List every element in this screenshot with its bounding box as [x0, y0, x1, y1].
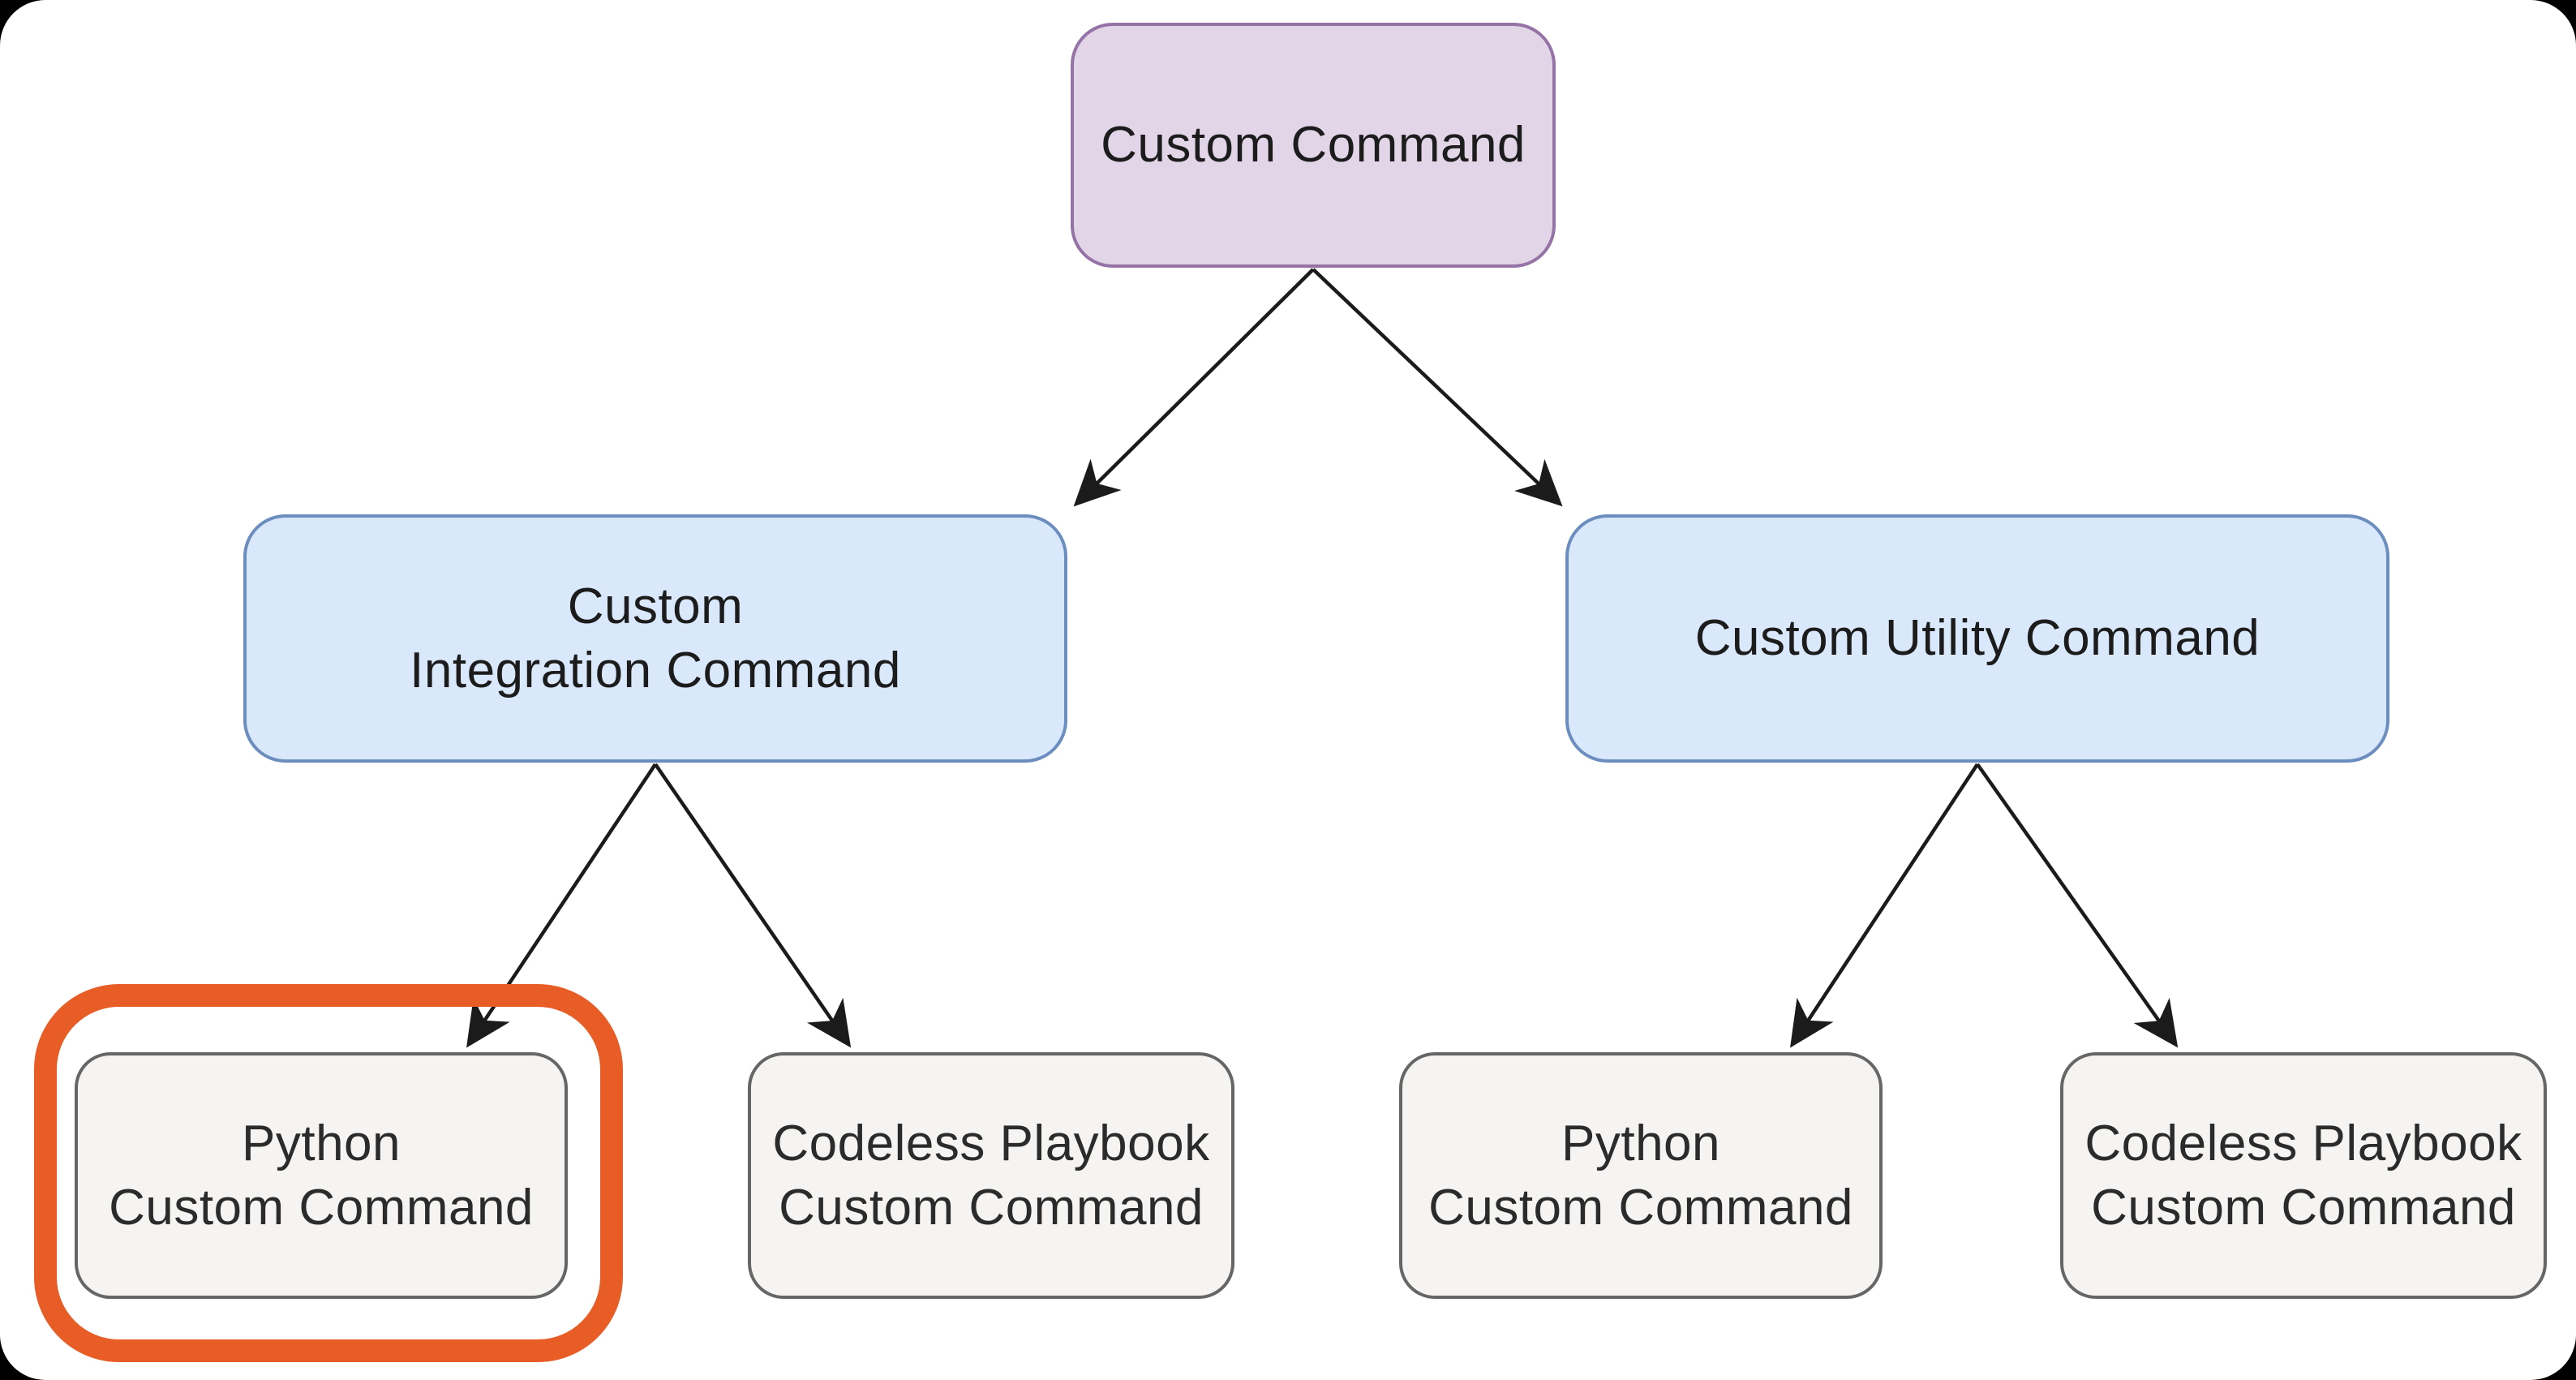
edge-integration-to-python	[466, 763, 657, 1048]
node-custom-command-label: Custom Command	[1101, 117, 1526, 174]
node-codeless-playbook-custom-command-integration-label-line1: Codeless Playbook	[772, 1115, 1210, 1171]
edge-integration-to-codeless	[654, 763, 852, 1048]
node-custom-utility-command-label: Custom Utility Command	[1694, 610, 2260, 667]
node-codeless-playbook-custom-command-utility-label-line2: Custom Command	[2091, 1180, 2516, 1236]
node-codeless-playbook-custom-command-utility: Codeless Playbook Custom Command	[2060, 1052, 2547, 1299]
node-python-custom-command-integration: Python Custom Command	[75, 1052, 568, 1299]
node-python-custom-command-utility-label-line2: Custom Command	[1428, 1180, 1853, 1236]
node-codeless-playbook-custom-command-utility-label-line1: Codeless Playbook	[2084, 1115, 2522, 1171]
node-python-custom-command-utility: Python Custom Command	[1399, 1052, 1883, 1299]
node-custom-integration-command-label-line2: Integration Command	[410, 643, 901, 699]
node-custom-utility-command: Custom Utility Command	[1565, 514, 2389, 763]
node-custom-integration-command: Custom Integration Command	[243, 514, 1067, 763]
node-codeless-playbook-custom-command-integration: Codeless Playbook Custom Command	[748, 1052, 1234, 1299]
edge-utility-to-python	[1790, 763, 1979, 1048]
node-codeless-playbook-custom-command-integration-label-line2: Custom Command	[779, 1180, 1204, 1236]
edge-root-to-integration	[1073, 268, 1315, 507]
node-python-custom-command-integration-label-line2: Custom Command	[109, 1180, 534, 1236]
edge-utility-to-codeless	[1976, 763, 2179, 1048]
edge-root-to-utility	[1312, 268, 1563, 507]
node-python-custom-command-integration-label-line1: Python	[241, 1115, 401, 1171]
node-custom-command: Custom Command	[1071, 23, 1556, 268]
node-custom-integration-command-label-line1: Custom	[567, 578, 744, 634]
node-python-custom-command-utility-label-line1: Python	[1561, 1115, 1721, 1171]
